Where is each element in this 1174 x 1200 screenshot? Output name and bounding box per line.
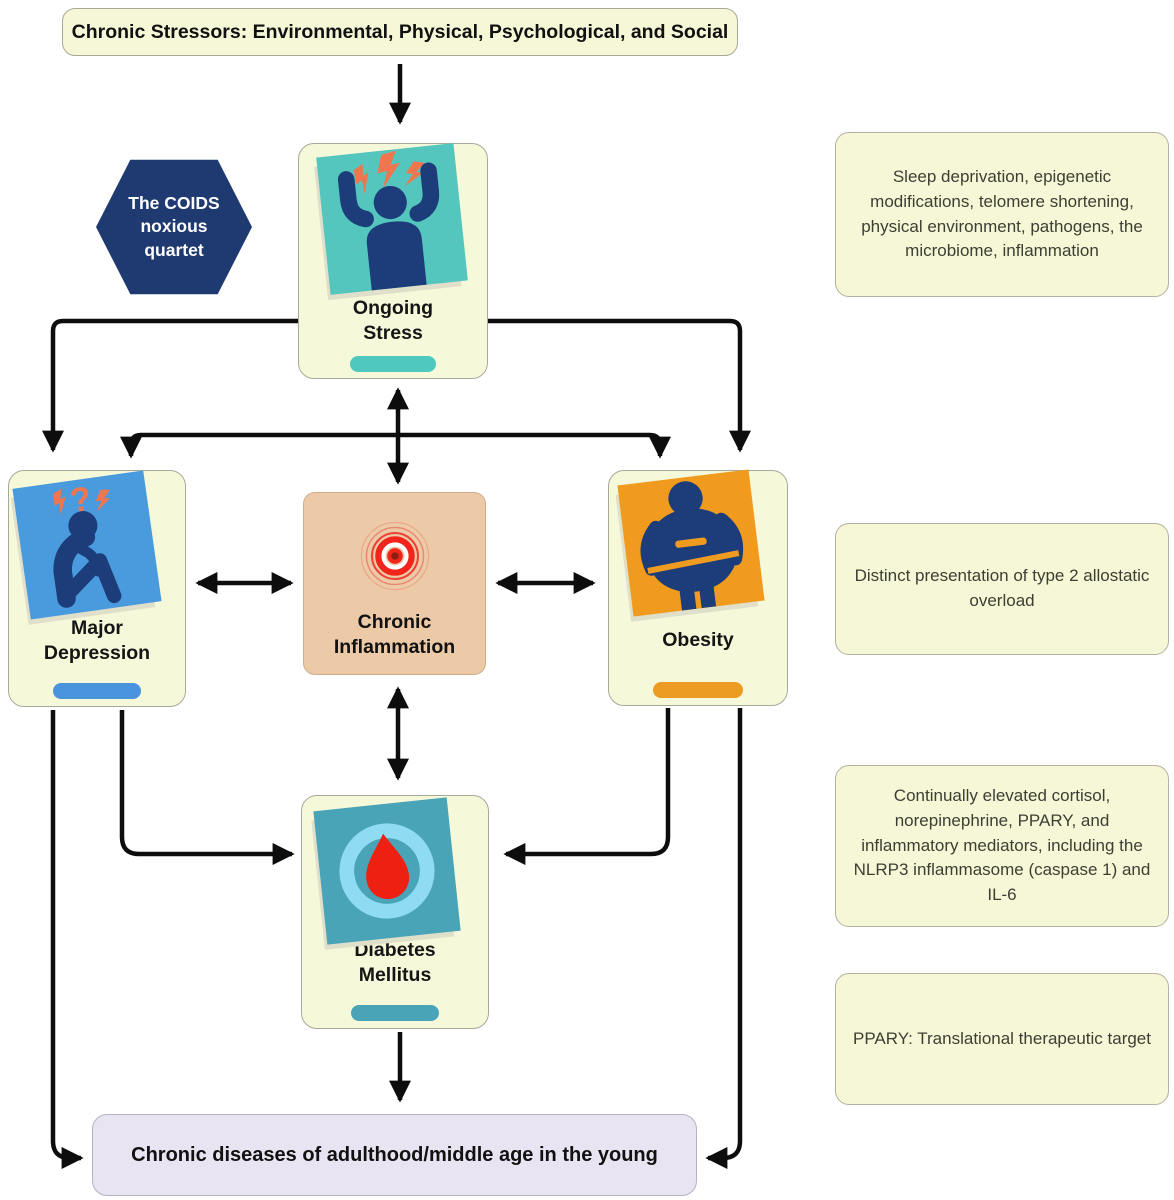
arrow-obesity-to-bottom	[705, 708, 743, 1170]
chronic-inflammation-label: Chronic Inflammation	[333, 610, 456, 658]
obesity-pill	[653, 682, 743, 698]
stressed-person-icon	[316, 143, 468, 295]
major-depression-label: Major Depression	[43, 617, 151, 665]
chronic-stressors-box: Chronic Stressors: Environmental, Physic…	[62, 8, 738, 56]
chronic-diseases-text: Chronic diseases of adulthood/middle age…	[131, 1143, 658, 1166]
depressed-person-icon: ?	[12, 470, 162, 620]
arrow-stress-to-obesity	[486, 318, 752, 453]
diabetes-mellitus-card: Diabetes Mellitus	[301, 795, 489, 1029]
coids-hexagon: The COIDS noxious quartet	[96, 159, 252, 295]
obese-person-icon	[617, 469, 765, 617]
major-depression-pill	[53, 683, 141, 699]
arrow-depression-to-diabetes	[119, 710, 295, 866]
diabetes-mellitus-label: Diabetes Mellitus	[354, 939, 436, 987]
coids-hexagon-text: The COIDS noxious quartet	[128, 192, 220, 260]
major-depression-card: ? Major Depression	[8, 470, 186, 707]
obesity-card: Obesity	[608, 469, 788, 706]
chronic-inflammation-box: Chronic Inflammation	[303, 492, 486, 675]
annotation-ppary-target: PPARY: Translational therapeutic target	[835, 973, 1169, 1105]
diabetes-mellitus-pill	[351, 1005, 439, 1021]
arrow-obesity-to-diabetes	[503, 708, 671, 866]
arrow-depression-obesity	[119, 432, 672, 459]
chronic-stressors-text: Chronic Stressors: Environmental, Physic…	[71, 20, 729, 43]
obesity-label: Obesity	[662, 629, 734, 652]
ongoing-stress-card: Ongoing Stress	[298, 143, 488, 379]
annotation-mediators: Continually elevated cortisol, norepinep…	[835, 765, 1169, 927]
arrow-depression-to-bottom	[50, 710, 84, 1170]
ongoing-stress-label: Ongoing Stress	[352, 297, 434, 345]
annotation-stress-mechanisms: Sleep deprivation, epigenetic modificati…	[835, 132, 1169, 297]
blood-drop-icon	[313, 797, 461, 945]
arrow-stress-to-depression	[41, 318, 301, 453]
inflammation-target-icon	[349, 510, 441, 602]
annotation-allostatic-overload: Distinct presentation of type 2 allostat…	[835, 523, 1169, 655]
chronic-diseases-box: Chronic diseases of adulthood/middle age…	[92, 1114, 697, 1196]
ongoing-stress-pill	[350, 356, 436, 372]
